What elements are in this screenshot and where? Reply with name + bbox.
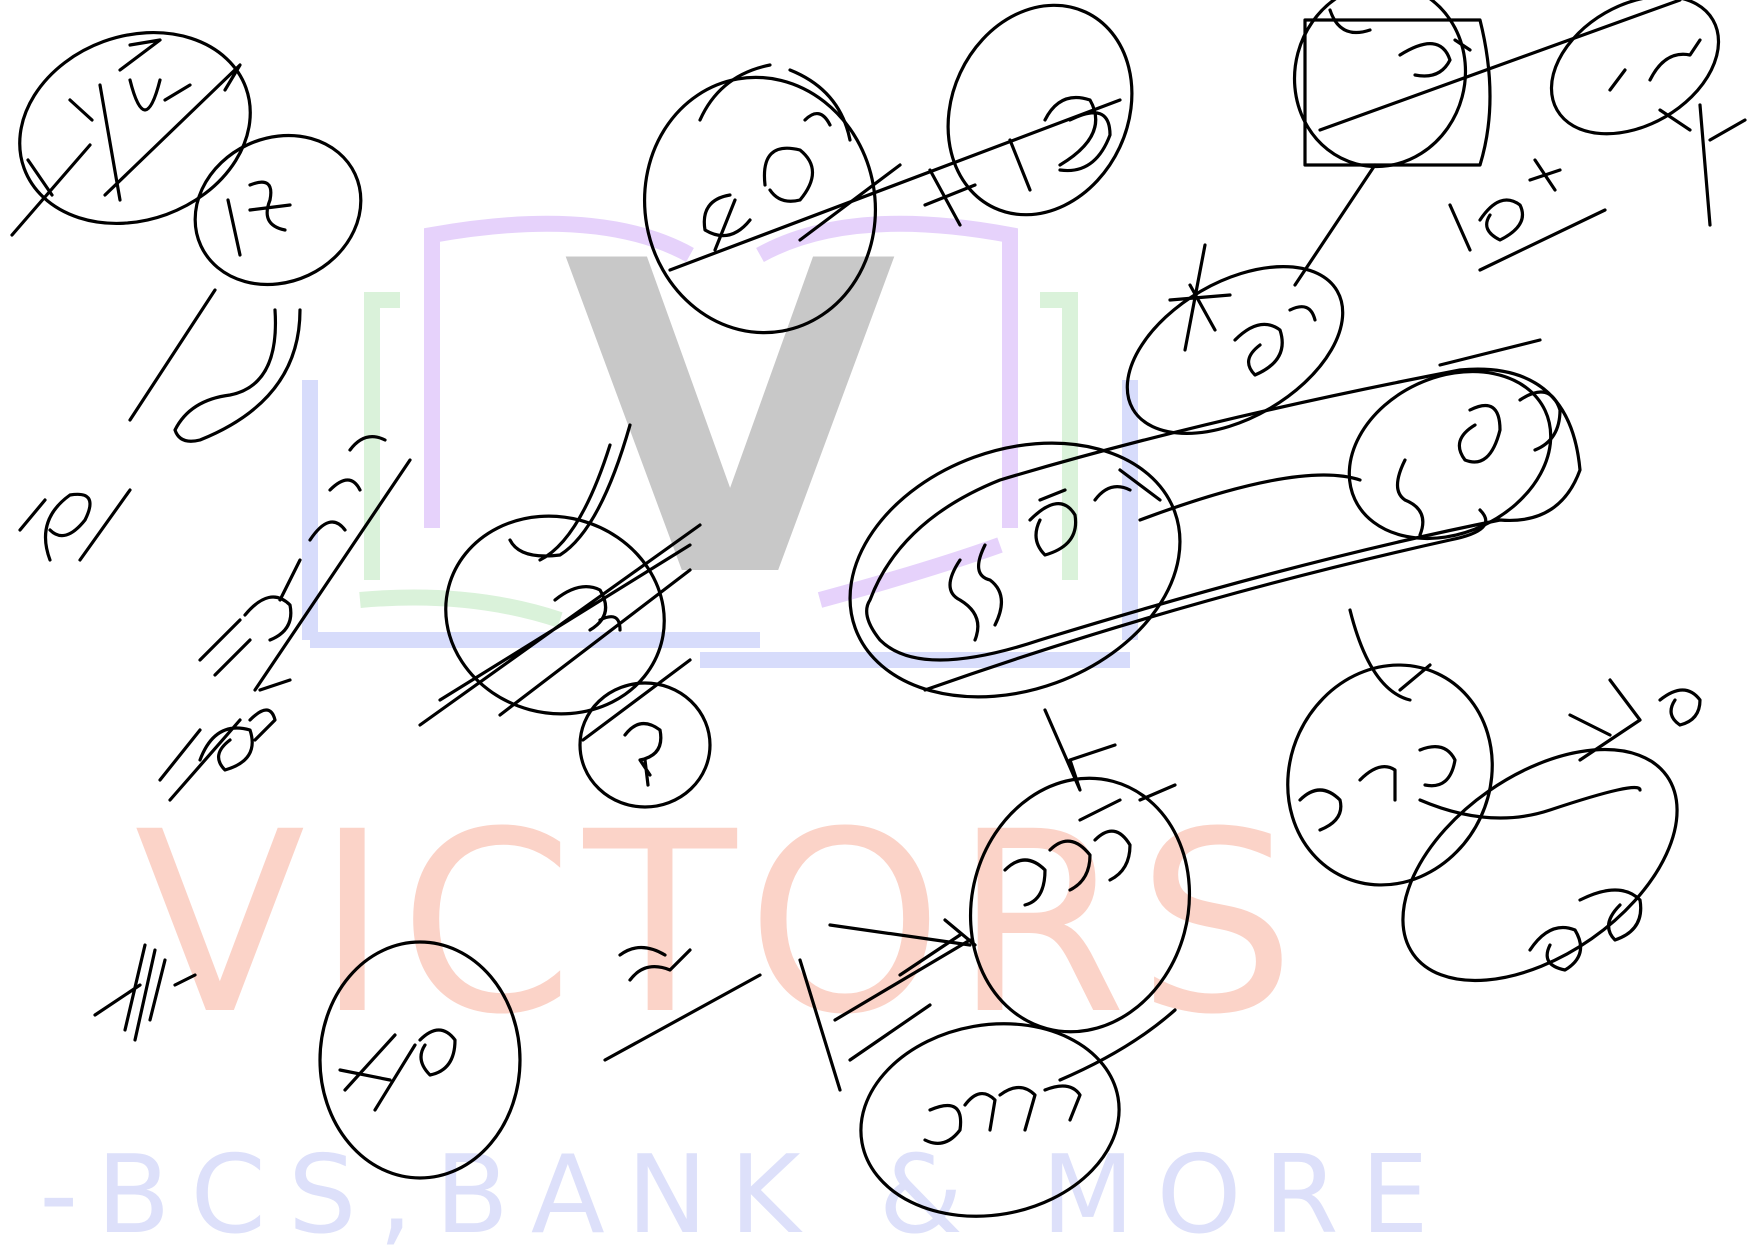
ink-top-left-cluster [10,30,363,562]
watermark-brand: VICTORS [134,778,1305,1069]
ink-top-right-group [1292,0,1747,287]
ink-center-left-group [418,423,712,809]
ink-top-center-group [642,3,1134,335]
ink-bottom-left-group [318,940,762,1180]
ink-bottom-right-group [1286,608,1702,983]
watermark-tagline: -BCS,BANK & MORE [39,1133,1451,1257]
ink-diagonal-numbers [93,435,412,1042]
ink-center-right-group [848,243,1582,699]
ink-bottom-center-group [798,708,1192,1218]
